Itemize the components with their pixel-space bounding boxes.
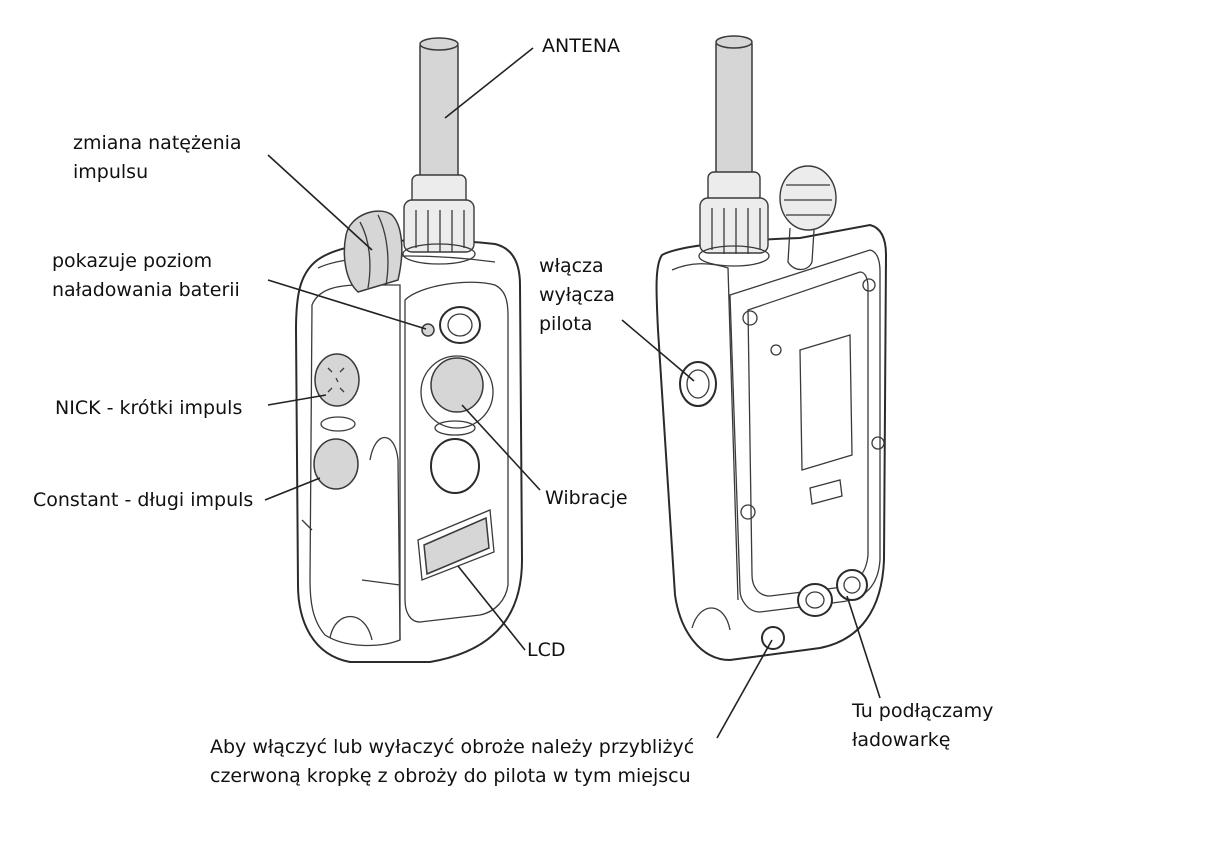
collar-leader (716, 639, 773, 739)
power-label-line3: pilota (539, 313, 593, 335)
power-label: włącza wyłącza pilota (539, 252, 615, 339)
battery-label-line1: pokazuje poziom (52, 250, 213, 272)
constant-label-text: Constant - długi impuls (33, 489, 254, 511)
intensity-label: zmiana natężenia impulsu (73, 129, 242, 187)
collar-label-line1: Aby włączyć lub wyłaczyć obroże należy p… (210, 736, 695, 758)
lcd-window (417, 509, 495, 581)
vibration-leader (461, 404, 541, 491)
charging-port (836, 569, 868, 601)
intensity-label-line1: zmiana natężenia (73, 132, 242, 154)
collar-label: Aby włączyć lub wyłaczyć obroże należy p… (210, 733, 694, 791)
magnet-spot (797, 583, 833, 617)
power-label-line1: włącza (539, 255, 604, 277)
nick-label: NICK - krótki impuls (55, 394, 242, 423)
lcd-label: LCD (527, 636, 565, 665)
collar-label-line2: czerwoną kropkę z obroży do pilota w tym… (210, 765, 691, 787)
power-button (679, 361, 717, 407)
battery-leader (267, 279, 427, 330)
vibration-label-text: Wibracje (545, 487, 628, 509)
battery-label: pokazuje poziom naładowania baterii (52, 247, 240, 305)
constant-label: Constant - długi impuls (33, 486, 253, 515)
lcd-label-text: LCD (527, 639, 566, 661)
constant-button (313, 438, 359, 490)
battery-label-line2: naładowania baterii (52, 279, 240, 301)
back-knob (779, 165, 837, 271)
lower-right-button (430, 438, 480, 494)
charger-label: Tu podłączamy ładowarkę (852, 697, 993, 755)
intensity-leader (267, 154, 373, 251)
charger-leader (846, 595, 881, 699)
intensity-knob (343, 210, 403, 293)
antenna-label: ANTENA (542, 32, 620, 61)
antenna-label-text: ANTENA (542, 35, 621, 57)
nick-label-text: NICK - krótki impuls (55, 397, 243, 419)
constant-leader (264, 477, 321, 501)
charger-label-line1: Tu podłączamy (852, 700, 994, 722)
power-leader (621, 319, 695, 382)
vibration-button (430, 357, 484, 413)
back-view-device (655, 35, 888, 662)
nick-leader (267, 394, 327, 406)
antenna-front (402, 37, 476, 265)
power-label-line2: wyłącza (539, 284, 615, 306)
antenna-leader (444, 47, 534, 119)
battery-led-dot (421, 323, 435, 337)
front-view-device (294, 37, 524, 663)
intensity-label-line2: impulsu (73, 161, 149, 183)
lcd-leader (457, 565, 526, 651)
top-button (439, 306, 481, 344)
antenna-back (698, 35, 770, 267)
vibration-label: Wibracje (545, 484, 628, 513)
charger-label-line2: ładowarkę (852, 729, 951, 751)
